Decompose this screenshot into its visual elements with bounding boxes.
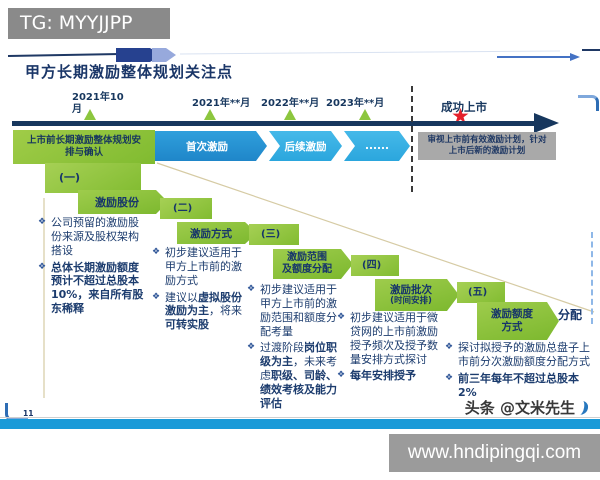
- section-1-arrow: 激励股份: [78, 190, 168, 214]
- section-arrow-title-line: 激励批次: [390, 283, 432, 296]
- bullet-item: ❖ 前三年每年不超过总股本2%: [445, 372, 597, 400]
- bullet-text: 总体长期激励额度预计不超过总股本10%，来自所有股东稀释: [51, 260, 144, 316]
- bullet-text: 初步建议适用于甲方上市前的激励方式: [165, 246, 242, 287]
- section-1-number-box: (一): [45, 163, 141, 193]
- pre-ipo-plan-box: 上市前长期激励整体规划安排与确认: [13, 130, 155, 164]
- bullet-item: ❖ 初步建议适用于甲方上市前的激励方式: [152, 246, 252, 288]
- header-arrow-icon: [116, 48, 162, 62]
- bullet-item: ❖ 总体长期激励额度预计不超过总股本10%，来自所有股东稀释: [38, 261, 144, 316]
- corner-bracket-top-right-icon: [578, 95, 599, 111]
- section-arrow-title-line: (时间安排): [390, 296, 432, 307]
- section-5-arrow: 激励额度方式: [477, 302, 559, 340]
- timeline-date-2: 2021年**月: [192, 98, 251, 109]
- bullet-text: 前三年每年不超过总股本2%: [458, 371, 579, 399]
- section-4-arrow: 激励批次(时间安排): [375, 279, 459, 311]
- section-3-number-box: (三): [249, 224, 299, 245]
- post-ipo-note-box: 审视上市前有效激励计划，针对上市后新的激励计划: [418, 132, 556, 160]
- diamond-bullet-icon: ❖: [337, 370, 346, 381]
- diamond-bullet-icon: ❖: [38, 261, 47, 272]
- header-accent-arrowhead-icon: [570, 53, 580, 61]
- section-arrow-title-line: 激励额度: [491, 307, 533, 320]
- header-rule-line: [7, 53, 121, 57]
- diamond-bullet-icon: ❖: [152, 291, 161, 302]
- timeline-axis-arrowhead-icon: [534, 113, 559, 133]
- crescent-icon: [576, 400, 589, 416]
- diamond-bullet-icon: ❖: [445, 342, 454, 352]
- section-2-number-box: (二): [160, 198, 212, 219]
- section-3-bullets: ❖初步建议适用于甲方上市前的激励范围和额度分配考量❖过渡阶段岗位职级为主，未来考…: [247, 283, 345, 414]
- diamond-bullet-icon: ❖: [38, 217, 47, 227]
- timeline-marker-triangle-icon: [359, 109, 371, 120]
- website-watermark: www.hndipingqi.com: [389, 434, 600, 472]
- bullet-text: 公司预留的激励股份来源及股权架构搭设: [51, 216, 139, 257]
- timeline-marker-triangle-icon: [284, 109, 296, 120]
- footer-blue-bar: [0, 419, 600, 429]
- tg-watermark-badge: TG: MYYJJPP: [8, 8, 170, 39]
- segment-follow-up-grant: 后续激励: [269, 131, 342, 161]
- ipo-success-label: 成功上市: [441, 100, 487, 114]
- bullet-item: ❖ 每年安排授予: [337, 369, 443, 383]
- bullet-item: ❖过渡阶段岗位职级为主，未来考虑职级、司龄、绩效考核及能力评估: [247, 341, 345, 410]
- section-arrow-title-line: 激励方式: [190, 227, 232, 240]
- author-watermark: 头条 @文米先生: [430, 397, 589, 418]
- bullet-item: ❖ 探讨拟授予的激励总盘子上市前分次激励额度分配方式: [445, 341, 597, 369]
- bullet-text: 初步建议适用于微贷网的上市前激励授予频次及授予数量安排方式探讨: [350, 311, 438, 366]
- timeline-date-3: 2022年**月: [261, 98, 320, 109]
- diamond-bullet-icon: ❖: [247, 342, 256, 353]
- segment-ellipsis: ......: [344, 131, 410, 161]
- section-5-number-box: (五): [457, 282, 505, 303]
- section-1-bullets: ❖ 公司预留的激励股份来源及股权架构搭设 ❖ 总体长期激励额度预计不超过总股本10%，…: [38, 216, 144, 319]
- section-arrow-title-line: 激励范围: [287, 252, 327, 263]
- timeline-marker-triangle-icon: [204, 109, 216, 120]
- timeline-date-1: 2021年10月: [72, 92, 124, 115]
- timeline-axis: [12, 121, 536, 126]
- section-arrow-title-line: 及额度分配: [282, 264, 332, 275]
- section-2-bullets: ❖ 初步建议适用于甲方上市前的激励方式 ❖ 建议以虚拟股份激励为主，将来可转实股: [152, 246, 252, 335]
- section-4-number-box: (四): [351, 255, 399, 276]
- bullet-text: 初步建议适用于甲方上市前的激励范围和额度分配考量: [260, 283, 337, 338]
- ipo-divider-dashed-line: [411, 86, 413, 192]
- bullet-item: ❖ 建议以虚拟股份激励为主，将来可转实股: [152, 291, 252, 333]
- bullet-item: ❖ 公司预留的激励股份来源及股权架构搭设: [38, 216, 144, 258]
- diamond-bullet-icon: ❖: [152, 247, 161, 257]
- bullet-text: 建议以虚拟股份激励为主，将来可转实股: [165, 290, 242, 332]
- bullet-text: 过渡阶段岗位职级为主，未来考虑职级、司龄、绩效考核及能力评估: [260, 341, 337, 410]
- timeline-date-4: 2023年**月: [326, 98, 385, 109]
- header-arrow-tail-icon: [152, 48, 176, 62]
- right-dashed-guide-line: [591, 232, 593, 324]
- section-5-bullets: ❖ 探讨拟授予的激励总盘子上市前分次激励额度分配方式 ❖ 前三年每年不超过总股本2%: [445, 341, 597, 402]
- section-arrow-title-line: 激励股份: [95, 196, 139, 209]
- diamond-bullet-icon: ❖: [247, 284, 256, 294]
- diamond-bullet-icon: ❖: [445, 372, 454, 383]
- slide-title: 甲方长期激励整体规划关注点: [25, 63, 234, 81]
- bullet-item: ❖ 初步建议适用于微贷网的上市前激励授予频次及授予数量安排方式探讨: [337, 311, 443, 366]
- author-watermark-text: 头条 @文米先生: [464, 399, 575, 417]
- diamond-bullet-icon: ❖: [337, 312, 346, 322]
- allocation-tail-label: 分配: [558, 308, 583, 322]
- segment-first-grant: 首次激励: [155, 131, 267, 161]
- page-number: 11: [23, 409, 34, 418]
- header-thin-line: [179, 50, 561, 55]
- section-2-arrow: 激励方式: [177, 222, 257, 244]
- footer-hairline: [0, 417, 600, 418]
- bullet-text: 每年安排授予: [350, 369, 416, 383]
- section-4-bullets: ❖ 初步建议适用于微贷网的上市前激励授予频次及授予数量安排方式探讨 ❖ 每年安排授予: [337, 311, 443, 386]
- section-arrow-title-line: 方式: [501, 321, 523, 333]
- bullet-text: 探讨拟授予的激励总盘子上市前分次激励额度分配方式: [458, 341, 590, 368]
- timeline-marker-triangle-icon: [84, 109, 96, 120]
- bullet-item: ❖初步建议适用于甲方上市前的激励范围和额度分配考量: [247, 283, 345, 338]
- section-3-arrow: 激励范围及额度分配: [273, 249, 353, 279]
